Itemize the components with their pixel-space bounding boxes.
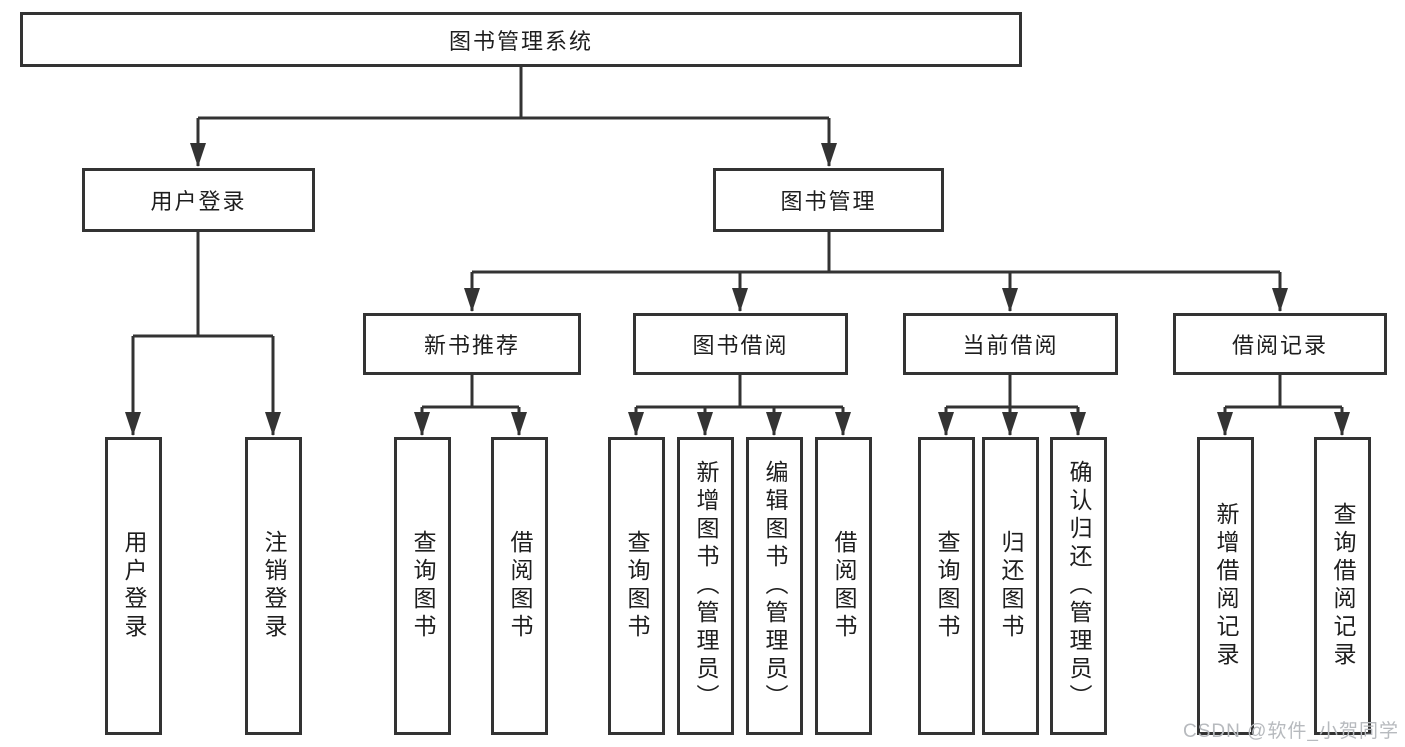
csdn-watermark: CSDN @软件_小贺同学 [1183,721,1399,742]
leaf-newbooks-borrow: 借阅图书 [491,437,548,735]
leaf-borrow-edit-admin: 编辑图书（管理员） [746,437,803,735]
node-label: 查询图书 [934,530,960,642]
node-new-book-recommend: 新书推荐 [363,313,581,375]
leaf-current-return: 归还图书 [982,437,1039,735]
node-book-management-branch: 图书管理 [713,168,944,232]
leaf-current-query: 查询图书 [918,437,975,735]
leaf-borrow-query: 查询图书 [608,437,665,735]
node-label: 新书推荐 [423,333,520,358]
connector-current-to-leaves [938,375,1086,436]
connector-bookmgmt-to-level3 [464,232,1288,312]
node-label: 查询图书 [624,530,650,642]
node-borrowing-records: 借阅记录 [1173,313,1387,375]
node-user-login-branch: 用户登录 [82,168,315,232]
leaf-borrow-borrow: 借阅图书 [815,437,872,735]
leaf-user-login: 用户登录 [105,437,162,735]
node-label: 新增图书（管理员） [693,460,719,712]
node-label: 归还图书 [998,530,1024,642]
node-label: 查询借阅记录 [1330,502,1356,670]
node-label: 用户登录 [150,189,247,214]
node-label: 图书借阅 [692,333,789,358]
connector-borrow-to-leaves [628,375,851,436]
node-label: 借阅记录 [1231,333,1328,358]
connector-records-to-leaves [1217,375,1350,436]
node-label: 新增借阅记录 [1213,502,1239,670]
connector-root-to-level2 [190,67,837,167]
node-label: 当前借阅 [962,333,1059,358]
node-root-label: 图书管理系统 [448,28,593,54]
node-label: 注销登录 [261,530,287,642]
node-book-borrowing: 图书借阅 [633,313,848,375]
leaf-newbooks-query: 查询图书 [394,437,451,735]
connector-newbooks-to-leaves [414,375,527,436]
leaf-current-confirm-admin: 确认归还（管理员） [1050,437,1107,735]
node-label: 图书管理 [780,189,877,214]
node-label: 借阅图书 [831,530,857,642]
node-label: 编辑图书（管理员） [762,460,788,712]
node-label: 用户登录 [121,530,147,642]
leaf-records-query: 查询借阅记录 [1314,437,1371,735]
node-label: 查询图书 [410,530,436,642]
node-label: 借阅图书 [507,530,533,642]
leaf-borrow-add-admin: 新增图书（管理员） [677,437,734,735]
leaf-logout: 注销登录 [245,437,302,735]
connector-userlogin-to-leaves [125,232,281,436]
node-current-borrowing: 当前借阅 [903,313,1118,375]
node-root: 图书管理系统 [20,12,1022,67]
leaf-records-add: 新增借阅记录 [1197,437,1254,735]
node-label: 确认归还（管理员） [1066,460,1092,712]
